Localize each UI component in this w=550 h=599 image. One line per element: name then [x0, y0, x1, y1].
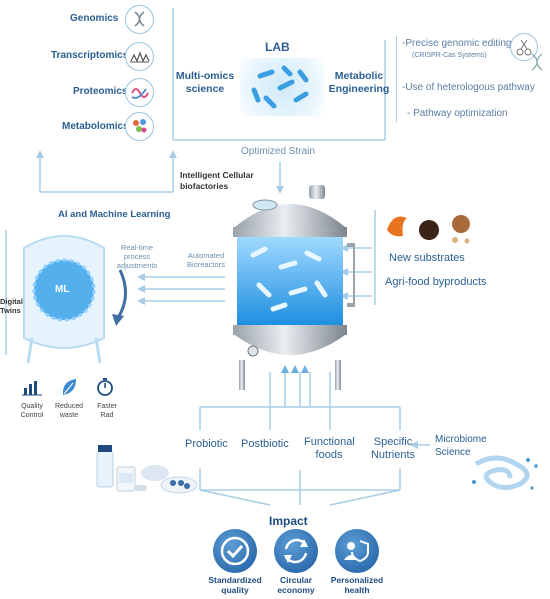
- check-icon: [213, 529, 257, 573]
- dna-icon: [125, 5, 154, 34]
- personalized-health-label: Personalized health: [330, 575, 384, 595]
- reduced-waste-label: Reduced waste: [54, 403, 84, 419]
- lab-bullet-heterologous: -Use of heterologous pathway: [402, 82, 535, 93]
- bioreactor-image: [225, 185, 355, 395]
- quality-control-label: Quality Control: [20, 403, 44, 419]
- specific-nutrients-label: Specific Nutrients: [370, 436, 416, 461]
- omics-proteomics-label: Proteomics: [73, 86, 128, 97]
- gut-microbiome-image: [466, 452, 546, 498]
- leaf-icon: [60, 377, 78, 397]
- people-shield-icon: [335, 529, 379, 573]
- probiotic-label: Probiotic: [185, 438, 228, 450]
- optimized-strain-label: Optimized Strain: [241, 146, 315, 157]
- digital-twin-reactor-image: ML: [14, 228, 114, 368]
- realtime-adjustments-label: Real-time process adjustments: [116, 243, 158, 270]
- lab-bullet-optimization: - Pathway optimization: [407, 108, 508, 119]
- lab-title: LAB: [265, 40, 290, 54]
- metabolic-engineering-label: Metabolic Engineering: [328, 70, 390, 95]
- scissors-dna-icon: [510, 33, 538, 61]
- lab-bullets-bracket: [396, 36, 397, 122]
- lab-bullet-editing: -Precise genomic editing: [402, 38, 512, 49]
- recycle-icon: [274, 529, 318, 573]
- microbiome-science-label: Microbiome Science: [435, 434, 487, 458]
- substrates-image: [383, 208, 479, 248]
- dna-strand-icon: [528, 52, 548, 72]
- circular-economy-label: Circular economy: [277, 575, 315, 595]
- lab-bullet-crispr: (CRISPR-Cas Systems): [412, 52, 487, 59]
- postbiotic-label: Postbiotic: [241, 438, 289, 450]
- impact-title: Impact: [269, 514, 308, 528]
- functional-foods-label: Functional foods: [304, 436, 355, 461]
- digital-twins-label: Digital Twins: [0, 297, 23, 315]
- omics-metabolomics-label: Metabolomics: [62, 121, 129, 132]
- chart-icon: [22, 378, 42, 396]
- omics-transcriptomics-label: Transcriptomics: [51, 50, 129, 61]
- probiotic-products-image: [95, 445, 205, 495]
- metabolite-icon: [125, 112, 154, 141]
- omics-genomics-label: Genomics: [70, 13, 119, 24]
- intelligent-biofactories-label: Intelligent Cellular biofactories: [180, 170, 254, 191]
- new-substrates-label: New substrates: [389, 252, 465, 264]
- stopwatch-icon: [96, 377, 116, 397]
- ml-chip-label: ML: [55, 284, 70, 295]
- ai-machine-learning-label: AI and Machine Learning: [58, 209, 171, 220]
- protein-icon: [125, 78, 154, 107]
- multi-omics-science-label: Multi-omics science: [175, 70, 235, 95]
- agri-food-byproducts-label: Agri-food byproducts: [385, 276, 487, 288]
- standardized-quality-label: Standardized quality: [208, 575, 262, 595]
- transcript-icon: [125, 42, 154, 71]
- faster-rad-label: Faster Rad: [97, 403, 117, 419]
- automated-bioreactors-label: Automated Bioreactors: [187, 251, 225, 269]
- lab-bacteria-image: [240, 58, 324, 116]
